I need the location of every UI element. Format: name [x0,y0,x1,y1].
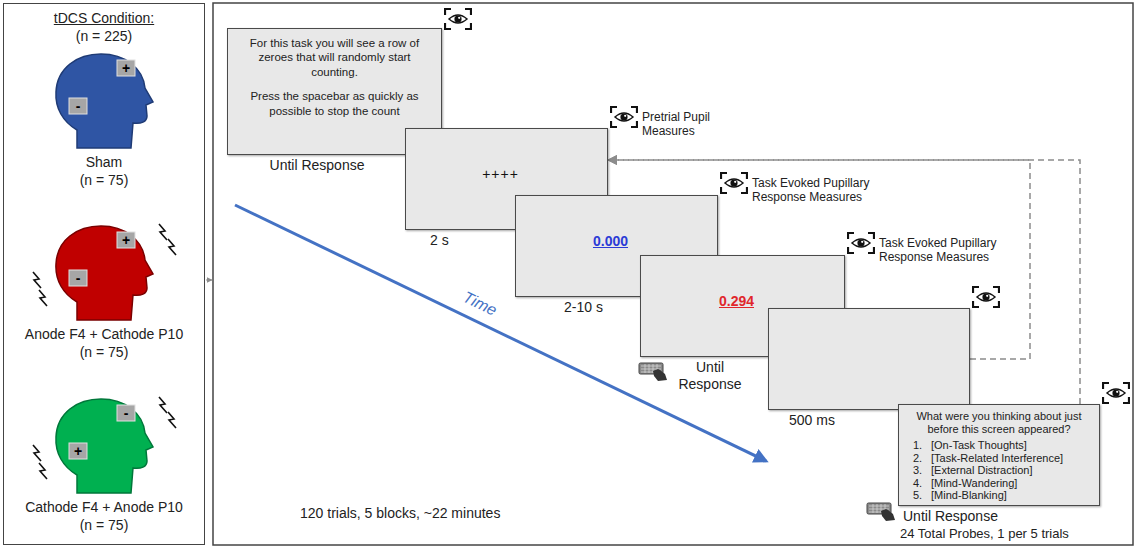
current-bolt [168,412,176,428]
duration-label: 2-10 s [564,299,634,316]
sample-size: (n = 75) [8,172,200,189]
electrode-pad [69,443,87,459]
condition-panel: tDCS Condition:(n = 225)+-Sham(n = 75)+-… [3,3,205,545]
option-number: 1. [913,439,922,451]
current-bolt [168,239,176,255]
option-number: 5. [913,489,922,501]
head-silhouette [56,399,153,493]
instruction-text: For this task you will see a row of zero… [236,36,433,118]
option-text: [Mind-Wandering] [931,477,1017,489]
duration-label: Until Response [674,359,746,393]
condition-name: Anode F4 + Cathode P10 [8,326,200,343]
condition-name: Cathode F4 + Anode P10 [8,499,200,516]
eye-tracker-icon [1103,383,1129,403]
electrode-pad [117,60,135,76]
time-label: Time [449,282,511,325]
option-text: [Mind-Blanking] [931,489,1007,501]
eye-tracker-icon [973,287,999,307]
current-bolt [39,290,47,306]
sequence-panel [213,3,1133,545]
screen-content: ++++ [406,166,595,183]
electrode-sign: + [117,60,135,76]
electrode-sign: - [117,405,135,421]
electrode-pad [117,405,135,421]
sham-head: + - Sham(n = 75) [8,50,200,192]
eye-tracker-icon [848,233,874,253]
thought-probe-screen: What were you thinking about just before… [898,404,1100,506]
panel-arrow [206,280,212,281]
option-text: [External Distraction] [931,464,1032,476]
duration-label: Until Response [228,157,406,174]
electrode-pad [117,232,135,248]
duration-label: 2 s [430,232,490,249]
option-number: 3. [913,464,922,476]
trial-count-label: 120 trials, 5 blocks, ~22 minutes [300,505,560,522]
keyboard-icon [867,503,895,521]
electrode-sign: + [69,443,87,459]
head-silhouette [56,226,153,320]
anodal-head: + - Anode F4 + Cathode P10(n = 75) [8,222,200,364]
pupil-measure-label: Pretrial Pupil Measures [642,110,732,139]
blank-screen: 500 ms [768,308,970,410]
electrode-pad [69,98,87,114]
instruction-line: For this task you will see a row of zero… [236,36,433,79]
head-silhouette [56,54,153,148]
eye-tracker-icon [721,173,747,193]
current-bolt [159,224,167,240]
option-text: [On-Task Thoughts] [931,439,1027,451]
head-illustration [29,222,179,322]
sample-size: (n = 75) [8,344,200,361]
head-illustration [29,395,179,495]
sample-size: (n = 225) [4,28,204,45]
sample-size: (n = 75) [8,517,200,534]
screen-content: 0.000 [516,233,705,250]
duration-label: Until Response [903,508,1033,525]
duration-label: 500 ms [789,412,869,429]
instruction-line: Press the spacebar as quickly as possibl… [236,89,433,118]
panel-title: tDCS Condition: [4,10,204,27]
current-bolt [159,397,167,413]
eye-tracker-icon [445,9,471,29]
cathodal-head: - + Cathode F4 + Anode P10(n = 75) [8,395,200,537]
option-text: [Task-Related Interference] [931,452,1063,464]
current-bolt [33,445,41,461]
electrode-sign: - [69,98,87,114]
probe-question: What were you thinking about just before… [905,410,1093,436]
eye-tracker-icon [611,107,637,127]
electrode-sign: - [69,270,87,286]
electrode-sign: + [117,232,135,248]
pupil-measure-label: Task Evoked Pupillary Response Measures [752,176,882,205]
electrode-pad [69,270,87,286]
condition-name: Sham [8,154,200,171]
pupil-measure-label: Task Evoked Pupillary Response Measures [879,236,1009,265]
option-number: 2. [913,452,922,464]
current-bolt [33,272,41,288]
option-number: 4. [913,477,922,489]
current-bolt [39,463,47,479]
probe-count-label: 24 Total Probes, 1 per 5 trials [900,526,1125,542]
keyboard-icon [639,363,667,381]
head-illustration [29,50,179,150]
